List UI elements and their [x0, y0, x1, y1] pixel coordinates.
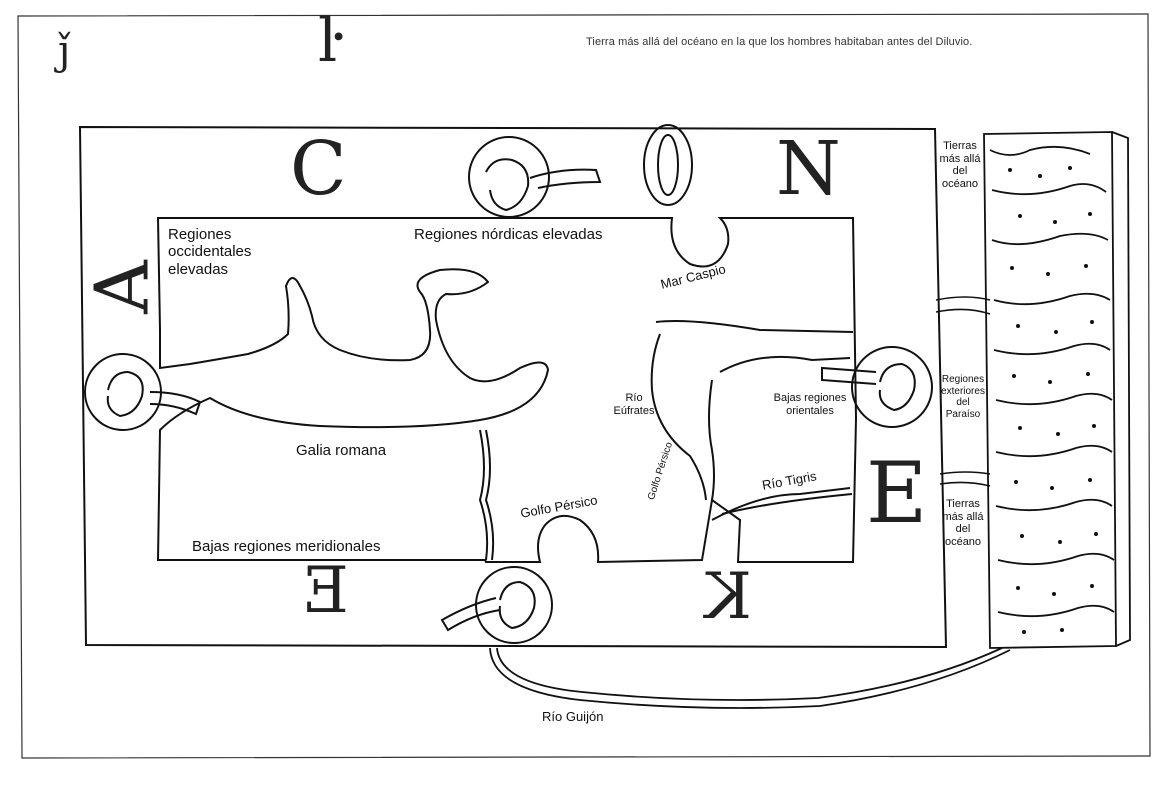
border-letter-west: A	[79, 260, 166, 314]
region-western: Regiones occidentales elevadas	[168, 226, 252, 278]
region-eastern: Bajas regiones orientales	[773, 392, 847, 417]
gihon-river	[489, 647, 1011, 709]
border-letter-east: E	[866, 444, 928, 542]
border-letter-north-3: N	[776, 126, 841, 212]
border-letter-north-2: O	[652, 126, 713, 212]
wind-head-north	[468, 136, 602, 218]
wind-head-west	[84, 353, 202, 431]
letter-outlines	[643, 124, 693, 206]
map-border	[78, 125, 948, 649]
continent-outline	[156, 217, 858, 564]
corner-mark-left: ǰ	[58, 28, 71, 74]
outer-frame	[17, 13, 1151, 759]
border-letter-south-1: E	[302, 554, 349, 628]
outer-land-bottom: Tierras más allá del océano	[942, 498, 984, 548]
region-euphrates: Río Eúfrates	[613, 392, 655, 417]
outer-land-top: Tierras más allá del océano	[939, 140, 981, 190]
border-letter-north-1: C	[290, 126, 347, 212]
wind-head-south	[440, 566, 553, 644]
wind-head-east	[821, 346, 933, 428]
corner-mark-top: ŀ	[318, 6, 338, 76]
region-northern: Regiones nórdicas elevadas	[414, 226, 603, 243]
border-letter-south-2: K	[704, 560, 752, 634]
region-gihon: Río Guijón	[542, 709, 604, 724]
map-caption: Tierra más allá del océano en la que los…	[586, 36, 973, 48]
outer-land-middle: Regiones exteriores del Paraíso	[941, 374, 985, 420]
outer-land-strip	[983, 131, 1131, 649]
region-gaul: Galia romana	[296, 442, 387, 459]
outer-land-texture	[1008, 166, 1098, 634]
region-southern: Bajas regiones meridionales	[192, 538, 381, 555]
